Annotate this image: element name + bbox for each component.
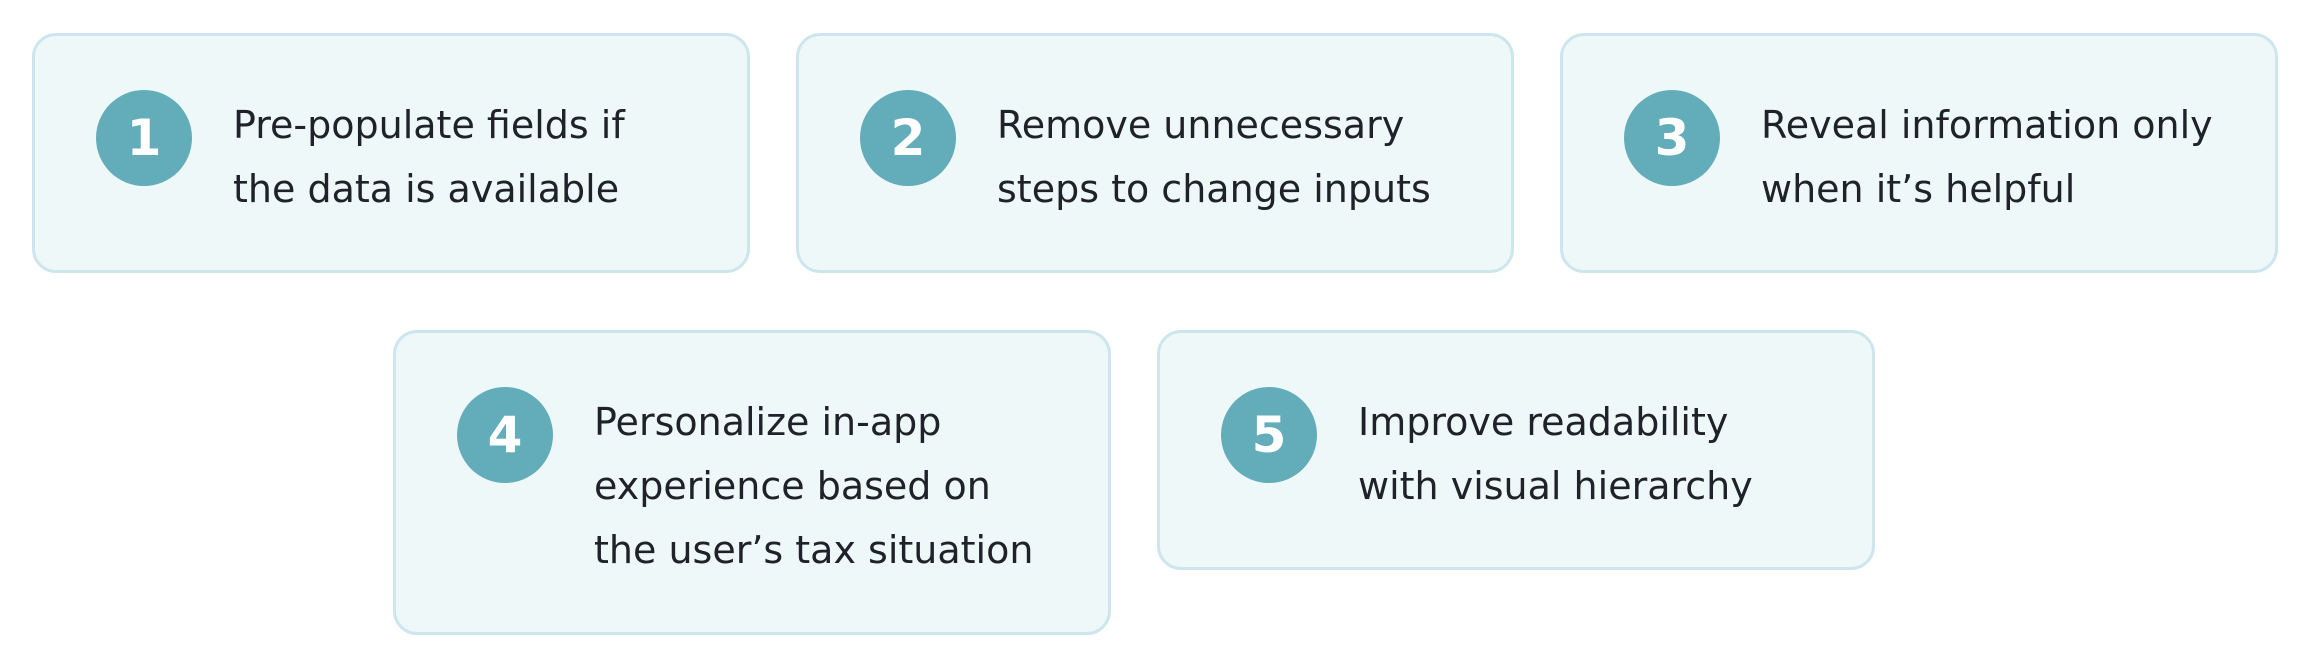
principle-card-1: 1 Pre-populate fields if the data is ava… — [32, 33, 750, 273]
principle-text-line: when it’s helpful — [1761, 167, 2076, 211]
principle-text-line: with visual hierarchy — [1358, 464, 1753, 508]
step-number-badge: 5 — [1221, 387, 1317, 483]
step-number-badge: 2 — [860, 90, 956, 186]
principle-text-line: the user’s tax situation — [594, 528, 1034, 572]
principle-text-line: experience based on — [594, 464, 991, 508]
principle-card-2: 2 Remove unnecessary steps to change inp… — [796, 33, 1514, 273]
principle-text: Pre-populate fields if the data is avail… — [233, 93, 717, 221]
principle-text-line: Pre-populate fields if — [233, 103, 625, 147]
principle-card-5: 5 Improve readability with visual hierar… — [1157, 330, 1875, 570]
principle-text: Improve readability with visual hierarch… — [1358, 390, 1842, 518]
principle-text-line: Personalize in-app — [594, 400, 942, 444]
step-number-badge: 4 — [457, 387, 553, 483]
principle-text-line: Reveal information only — [1761, 103, 2213, 147]
principle-text: Reveal information only when it’s helpfu… — [1761, 93, 2245, 221]
principle-text: Personalize in-app experience based on t… — [594, 390, 1078, 582]
principle-text-line: Remove unnecessary — [997, 103, 1405, 147]
principle-text-line: steps to change inputs — [997, 167, 1431, 211]
principle-card-4: 4 Personalize in-app experience based on… — [393, 330, 1111, 635]
step-number-badge: 3 — [1624, 90, 1720, 186]
principle-text-line: the data is available — [233, 167, 620, 211]
step-number-badge: 1 — [96, 90, 192, 186]
principle-text: Remove unnecessary steps to change input… — [997, 93, 1481, 221]
principle-card-3: 3 Reveal information only when it’s help… — [1560, 33, 2278, 273]
principle-text-line: Improve readability — [1358, 400, 1729, 444]
